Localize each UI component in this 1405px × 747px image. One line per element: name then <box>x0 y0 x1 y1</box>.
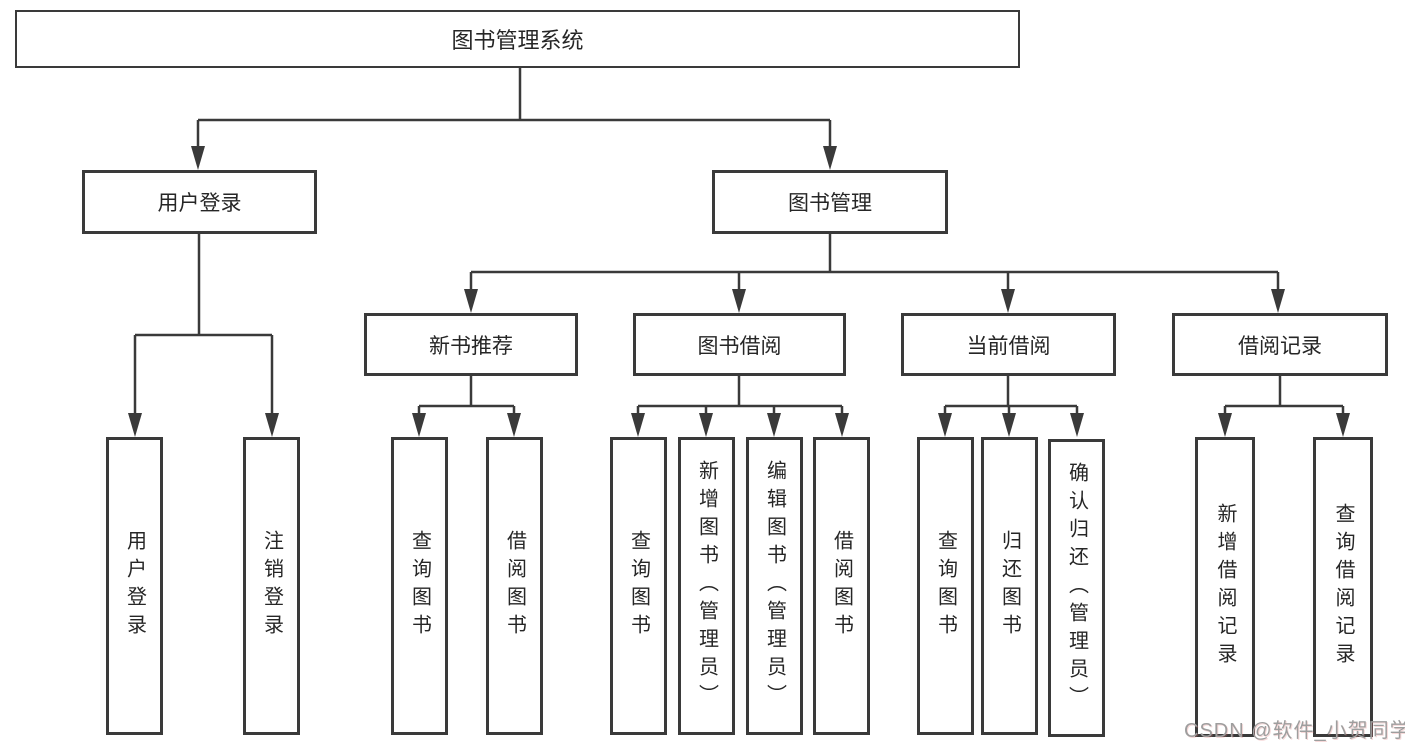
node-label: 新增借阅记录 <box>1214 503 1236 671</box>
arrow-down-icon <box>823 146 837 170</box>
node-label: 注销登录 <box>260 530 283 642</box>
leaf-return-books: 归还图书 <box>981 437 1038 735</box>
node-label: 图书借阅 <box>697 334 782 358</box>
leaf-edit-books-admin: 编辑图书（管理员） <box>746 437 803 735</box>
node-book-management: 图书管理 <box>712 170 948 234</box>
arrow-down-icon <box>464 289 478 313</box>
leaf-borrow-books-recommend: 借阅图书 <box>486 437 543 735</box>
leaf-confirm-return-admin: 确认归还（管理员） <box>1048 439 1105 737</box>
node-label: 编辑图书（管理员） <box>763 460 786 712</box>
node-label: 借阅图书 <box>503 530 526 642</box>
leaf-query-books-current: 查询图书 <box>917 437 974 735</box>
node-label: 查询图书 <box>934 530 957 642</box>
node-label: 借阅记录 <box>1238 334 1322 358</box>
leaf-add-books-admin: 新增图书（管理员） <box>678 437 735 735</box>
node-borrowing-records: 借阅记录 <box>1172 313 1388 376</box>
arrow-down-icon <box>835 413 849 437</box>
node-book-borrowing: 图书借阅 <box>633 313 846 376</box>
arrow-down-icon <box>732 289 746 313</box>
connector-lines <box>133 68 1345 414</box>
leaf-query-borrow-record: 查询借阅记录 <box>1313 437 1373 737</box>
node-current-borrowing: 当前借阅 <box>901 313 1116 376</box>
leaf-add-borrow-record: 新增借阅记录 <box>1195 437 1255 737</box>
arrow-down-icon <box>938 413 952 437</box>
arrow-down-icon <box>412 413 426 437</box>
node-label: 查询借阅记录 <box>1332 503 1354 671</box>
arrow-down-icon <box>631 413 645 437</box>
arrow-down-icon <box>767 413 781 437</box>
arrow-down-icon <box>1218 413 1232 437</box>
node-label: 查询图书 <box>408 530 431 642</box>
arrow-down-icon <box>1002 413 1016 437</box>
node-label: 用户登录 <box>157 192 242 215</box>
node-label: 用户登录 <box>123 530 146 642</box>
node-user-login: 用户登录 <box>82 170 317 234</box>
leaf-query-books-borrowing: 查询图书 <box>610 437 667 735</box>
node-label: 新书推荐 <box>429 334 513 358</box>
arrow-down-icon <box>265 413 279 437</box>
arrow-down-icon <box>507 413 521 437</box>
node-label: 确认归还（管理员） <box>1065 462 1088 714</box>
node-label: 归还图书 <box>998 530 1021 642</box>
node-library-system: 图书管理系统 <box>15 10 1020 68</box>
arrow-down-icon <box>128 413 142 437</box>
node-new-book-recommend: 新书推荐 <box>364 313 578 376</box>
arrow-down-icon <box>1336 413 1350 437</box>
leaf-logout: 注销登录 <box>243 437 300 735</box>
node-label: 查询图书 <box>627 530 650 642</box>
node-label: 借阅图书 <box>830 530 853 642</box>
arrow-down-icon <box>1271 289 1285 313</box>
arrow-down-icon <box>1070 413 1084 437</box>
leaf-user-login: 用户登录 <box>106 437 163 735</box>
arrowheads <box>128 146 1350 437</box>
node-label: 当前借阅 <box>966 334 1051 358</box>
node-label: 图书管理系统 <box>451 28 584 53</box>
csdn-watermark: CSDN @软件_小贺同学 <box>1184 720 1405 742</box>
node-label: 新增图书（管理员） <box>695 460 718 712</box>
node-label: 图书管理 <box>788 192 872 215</box>
arrow-down-icon <box>699 413 713 437</box>
leaf-query-books-recommend: 查询图书 <box>391 437 448 735</box>
arrow-down-icon <box>1001 289 1015 313</box>
leaf-borrow-books: 借阅图书 <box>813 437 870 735</box>
arrow-down-icon <box>191 146 205 170</box>
